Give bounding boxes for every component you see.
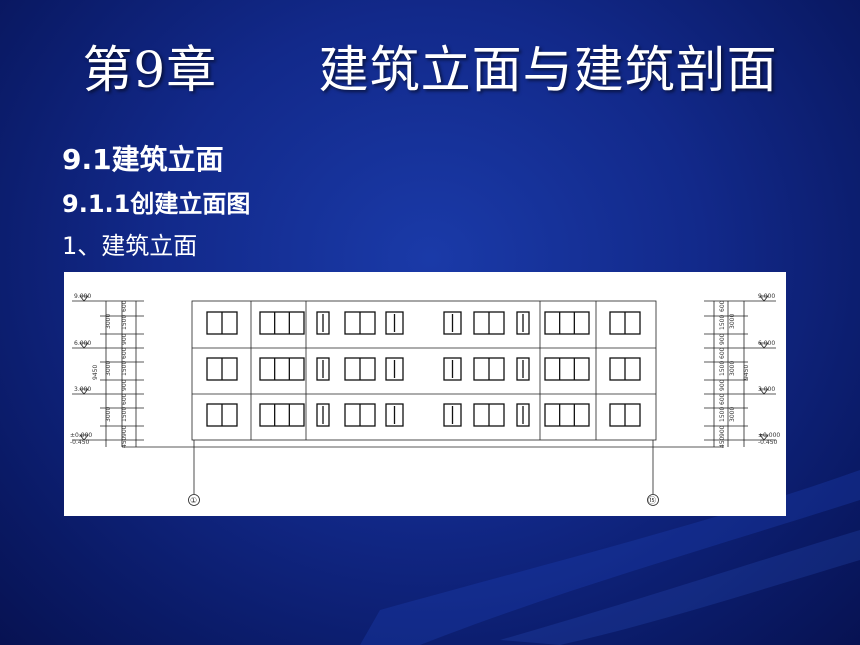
window (544, 311, 590, 335)
dim-inner-2: 1500 (121, 315, 128, 330)
window (516, 311, 530, 335)
axis-bubble-left (188, 494, 200, 506)
elev-left-0: ±0.000 (70, 432, 92, 439)
dim-inner-r6: 900 (719, 379, 726, 391)
heading-item: 1、建筑立面 (62, 232, 198, 260)
dim-inner-r3: 900 (719, 333, 726, 345)
dim-inner-r4: 600 (719, 347, 726, 359)
elev-right-3: 3.000 (758, 386, 775, 393)
dim-inner-4: 600 (121, 347, 128, 359)
dim-inner-8: 1500 (121, 407, 128, 422)
dim-inner-6: 900 (121, 379, 128, 391)
window (544, 403, 590, 427)
window (259, 357, 305, 381)
elev-left-3: 3.000 (74, 386, 91, 393)
dim-outer-3: 3000 (105, 407, 112, 422)
dim-inner-3: 900 (121, 333, 128, 345)
dim-inner-r8: 1500 (719, 407, 726, 422)
dim-inner-r5: 1500 (719, 361, 726, 376)
dim-inner-1: 600 (121, 300, 128, 312)
dim-inner-r7: 600 (719, 393, 726, 405)
elev-left-9: 9.000 (74, 293, 91, 300)
dim-outer-1: 3000 (105, 314, 112, 329)
elev-left-neg: -0.450 (70, 439, 90, 446)
dim-inner-r1: 600 (719, 300, 726, 312)
dim-outer-r2: 3000 (729, 361, 736, 376)
window (385, 403, 404, 427)
window (316, 357, 330, 381)
axis-label-left: ① (190, 496, 197, 505)
window (544, 357, 590, 381)
building-outline (191, 300, 657, 441)
slide-title: 第9章 建筑立面与建筑剖面 (82, 41, 778, 99)
window (259, 311, 305, 335)
window (259, 403, 305, 427)
elev-right-6: 6.000 (758, 340, 775, 347)
dim-inner-5: 1500 (121, 361, 128, 376)
dim-total-r: 9450 (743, 365, 750, 380)
elevation-svg: 9.000 6.000 3.000 ±0.000 -0.450 9.000 6.… (70, 293, 780, 506)
window (516, 403, 530, 427)
elev-right-9: 9.000 (758, 293, 775, 300)
elev-right-neg: -0.450 (758, 439, 778, 446)
window (385, 311, 404, 335)
dim-inner-r2: 1500 (719, 315, 726, 330)
dim-inner-10: 450 (121, 436, 128, 448)
dim-outer-r3: 3000 (729, 407, 736, 422)
window (443, 403, 462, 427)
heading-subsection: 9.1.1创建立面图 (62, 190, 251, 218)
dim-inner-r10: 450 (719, 436, 726, 448)
axis-bubble-right (647, 494, 659, 506)
dim-inner-7: 600 (121, 393, 128, 405)
window (516, 357, 530, 381)
elev-right-0: ±0.000 (758, 432, 780, 439)
dim-inner-9: 900 (121, 425, 128, 437)
dim-inner-r9: 900 (719, 425, 726, 437)
window (443, 357, 462, 381)
window (443, 311, 462, 335)
heading-section: 9.1建筑立面 (62, 143, 224, 176)
dim-total: 9450 (92, 365, 99, 380)
elevation-drawing: 9.000 6.000 3.000 ±0.000 -0.450 9.000 6.… (64, 272, 786, 516)
window (385, 357, 404, 381)
dim-outer-2: 3000 (105, 361, 112, 376)
window (316, 311, 330, 335)
dim-outer-r1: 3000 (729, 314, 736, 329)
axis-label-right: ⑮ (648, 496, 656, 505)
window (316, 403, 330, 427)
elev-left-6: 6.000 (74, 340, 91, 347)
